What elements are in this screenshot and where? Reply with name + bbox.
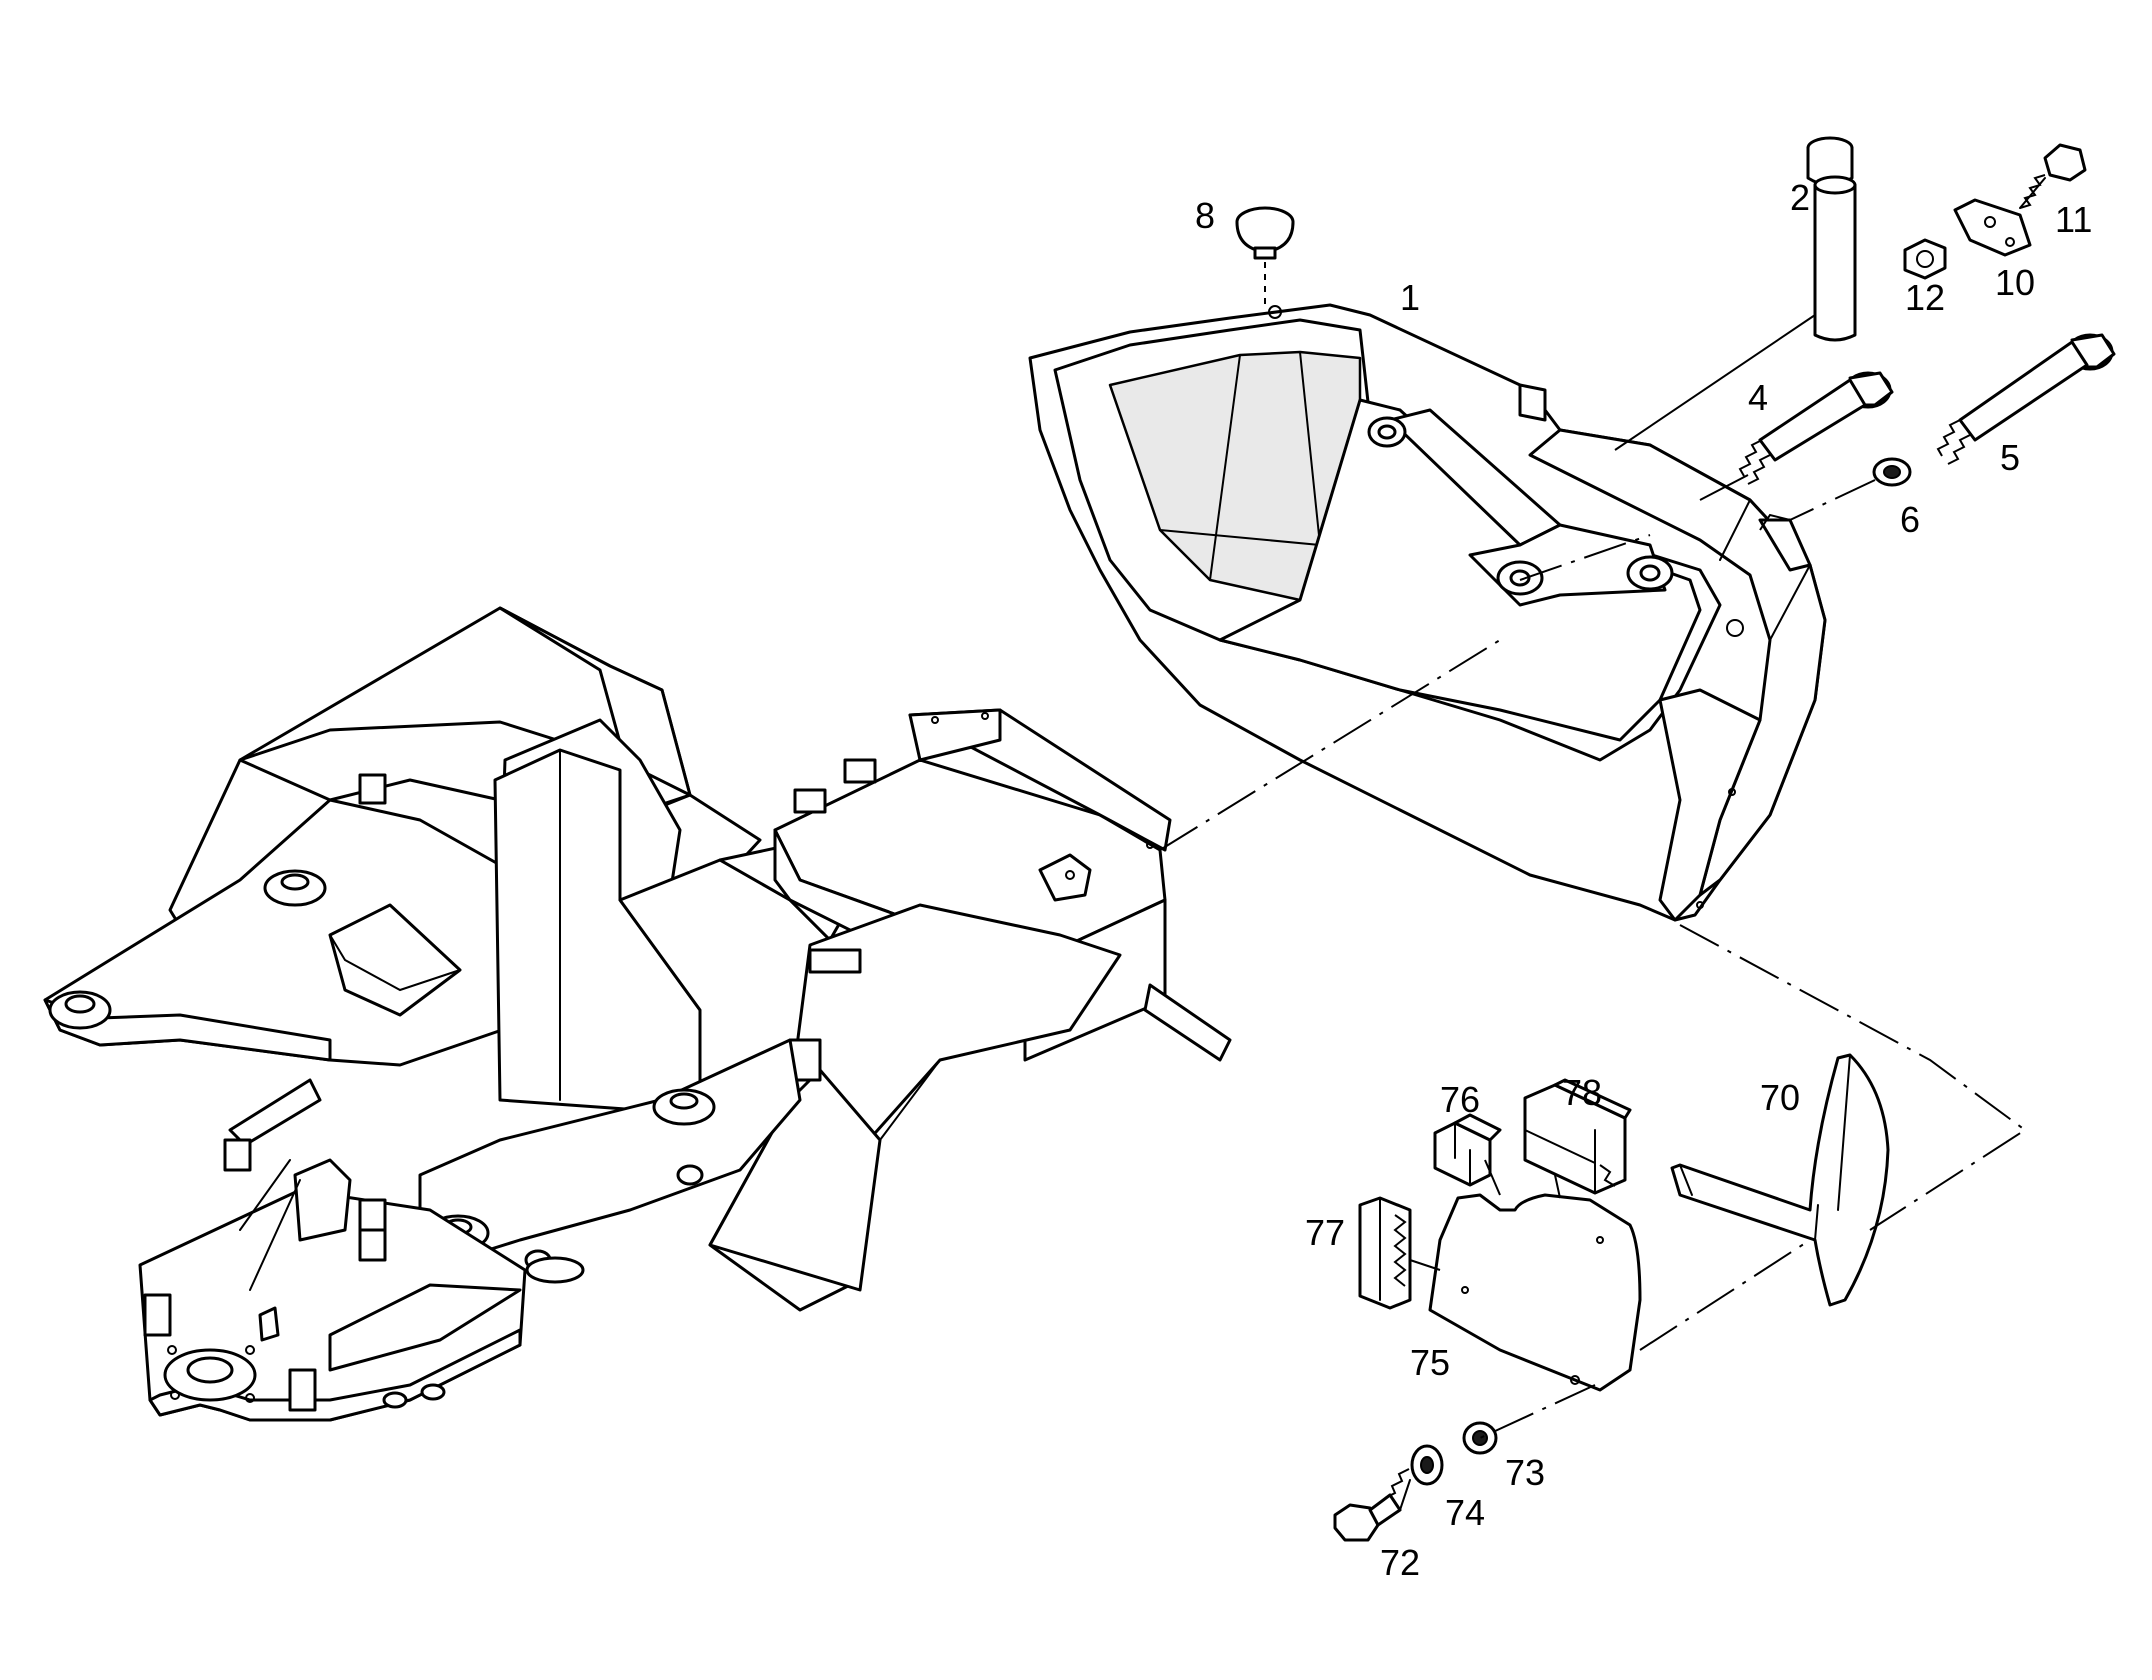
callout-75: 75 bbox=[1410, 1342, 1450, 1383]
callout-74: 74 bbox=[1445, 1492, 1485, 1533]
hex-bolt-72 bbox=[1333, 1468, 1411, 1542]
block-78 bbox=[1523, 1078, 1632, 1195]
block-77 bbox=[1358, 1196, 1412, 1310]
callout-6: 6 bbox=[1900, 499, 1920, 540]
pin bbox=[1614, 136, 1857, 451]
washer-6 bbox=[1759, 457, 1912, 531]
assembly-leader-lines bbox=[1159, 534, 2027, 1439]
callout-70: 70 bbox=[1760, 1077, 1800, 1118]
counterweight bbox=[1028, 303, 1827, 922]
callout-8: 8 bbox=[1195, 195, 1215, 236]
washer-73 bbox=[1462, 1421, 1498, 1455]
side-bracket bbox=[1670, 1053, 1890, 1307]
callout-76: 76 bbox=[1440, 1079, 1480, 1120]
plate-bracket bbox=[1953, 198, 2032, 257]
callout-labels: 1 2 4 5 6 8 10 11 12 70 72 73 74 75 76 7… bbox=[1195, 177, 2092, 1583]
plug-cap bbox=[1235, 206, 1295, 305]
washer-74 bbox=[1410, 1444, 1444, 1486]
callout-5: 5 bbox=[2000, 437, 2020, 478]
callout-11: 11 bbox=[2055, 199, 2092, 240]
callout-78: 78 bbox=[1562, 1072, 1602, 1113]
bolt-small bbox=[2019, 143, 2087, 209]
callout-2: 2 bbox=[1790, 177, 1810, 218]
callout-72: 72 bbox=[1380, 1542, 1420, 1583]
callout-73: 73 bbox=[1505, 1452, 1545, 1493]
callout-10: 10 bbox=[1995, 262, 2035, 303]
block-76 bbox=[1433, 1113, 1502, 1187]
bolt-long-5 bbox=[1936, 333, 2116, 465]
bolt-long-4 bbox=[1699, 371, 1894, 501]
callout-1: 1 bbox=[1400, 277, 1420, 318]
nut bbox=[1903, 238, 1947, 280]
callout-77: 77 bbox=[1305, 1212, 1345, 1253]
callout-4: 4 bbox=[1748, 377, 1768, 418]
callout-12: 12 bbox=[1905, 277, 1945, 318]
chassis-frame bbox=[43, 606, 1232, 1422]
cover-plate bbox=[1428, 1193, 1642, 1392]
